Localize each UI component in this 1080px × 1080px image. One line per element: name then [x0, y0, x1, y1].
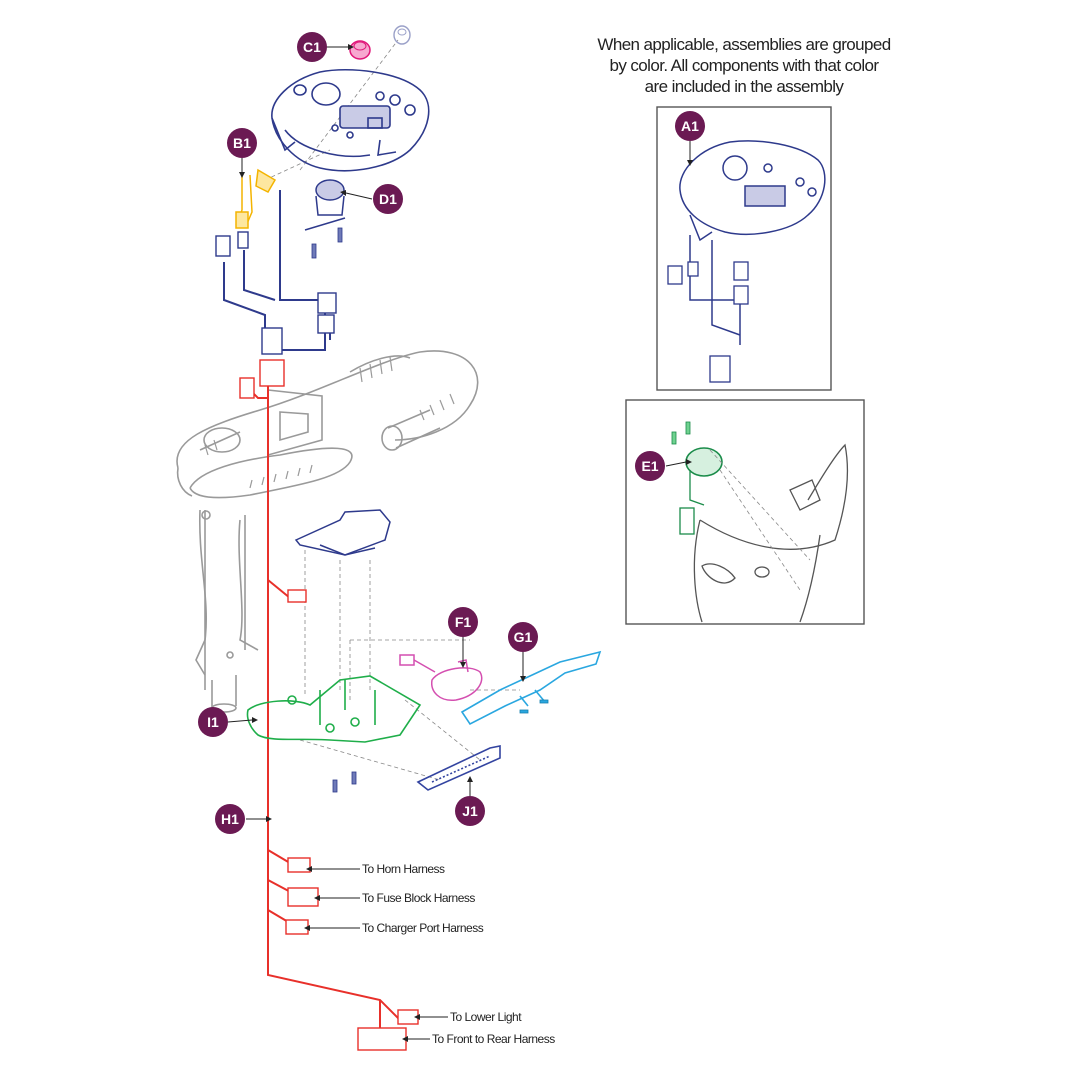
callout-f1: F1: [448, 607, 478, 637]
console-connectors: [215, 231, 337, 355]
callout-d1: D1: [373, 184, 403, 214]
callout-b1-label: B1: [233, 135, 251, 151]
g1-throttle-lever: [460, 650, 602, 726]
callout-c1: C1: [297, 32, 327, 62]
e1-horn-button: [679, 447, 723, 535]
shroud-bracket: [294, 509, 391, 556]
callout-g1-label: G1: [514, 629, 533, 645]
c1-key: [349, 40, 371, 60]
i1-lower-shroud: [246, 675, 422, 743]
key-cap-gray: [393, 25, 411, 45]
callout-i1-label: I1: [207, 714, 219, 730]
callout-g1: G1: [508, 622, 538, 652]
callout-i1: I1: [198, 707, 228, 737]
callout-arrows: [227, 46, 691, 1040]
callout-e1: E1: [635, 451, 665, 481]
callout-a1: A1: [675, 111, 705, 141]
handlebar-grip-ribs: [204, 356, 455, 489]
inset-a1-connectors: [667, 261, 749, 383]
note-line-2: by color. All components with that color: [609, 56, 880, 75]
callout-h1: H1: [215, 804, 245, 834]
lever-screws: [519, 699, 549, 714]
e1-leader-lines: [709, 449, 811, 591]
console-housing: [271, 68, 430, 172]
e1-screws: [671, 421, 691, 445]
main-harness-h1: [247, 380, 401, 1041]
inset-a1-frame: [656, 106, 832, 391]
callout-j1-label: J1: [462, 803, 478, 819]
console-screws: [311, 227, 343, 259]
f1-lever-switch: [399, 654, 483, 701]
tiller-frame: [176, 350, 479, 713]
j1-light-bar: [416, 745, 501, 791]
dest-fuse-block-harness: To Fuse Block Harness: [362, 891, 475, 905]
inset-a1-console: [679, 140, 826, 345]
callout-b1: B1: [227, 128, 257, 158]
assembly-leader-lines: [264, 39, 520, 781]
callout-arrowheads: [239, 44, 693, 1042]
shroud-screws: [332, 771, 357, 793]
dest-front-rear-harness: To Front to Rear Harness: [432, 1032, 555, 1046]
inset-e1-frame: [625, 399, 865, 625]
callout-f1-label: F1: [455, 614, 472, 630]
callout-h1-label: H1: [221, 811, 239, 827]
note-line-1: When applicable, assemblies are grouped: [597, 35, 891, 54]
color-grouping-note: When applicable, assemblies are grouped …: [578, 34, 910, 97]
b1-switch-harness: [235, 168, 277, 229]
callout-e1-label: E1: [641, 458, 658, 474]
callout-d1-label: D1: [379, 191, 397, 207]
callout-c1-label: C1: [303, 39, 321, 55]
note-line-3: are included in the assembly: [644, 77, 844, 96]
dest-horn-harness: To Horn Harness: [362, 862, 445, 876]
callout-a1-label: A1: [681, 118, 699, 134]
callout-j1: J1: [455, 796, 485, 826]
harness-connectors: [239, 359, 419, 1051]
dest-lower-light: To Lower Light: [450, 1010, 522, 1024]
d1-potentiometer: [304, 179, 346, 231]
dest-charger-port-harness: To Charger Port Harness: [362, 921, 484, 935]
inset-e1-shroud: [693, 443, 849, 623]
